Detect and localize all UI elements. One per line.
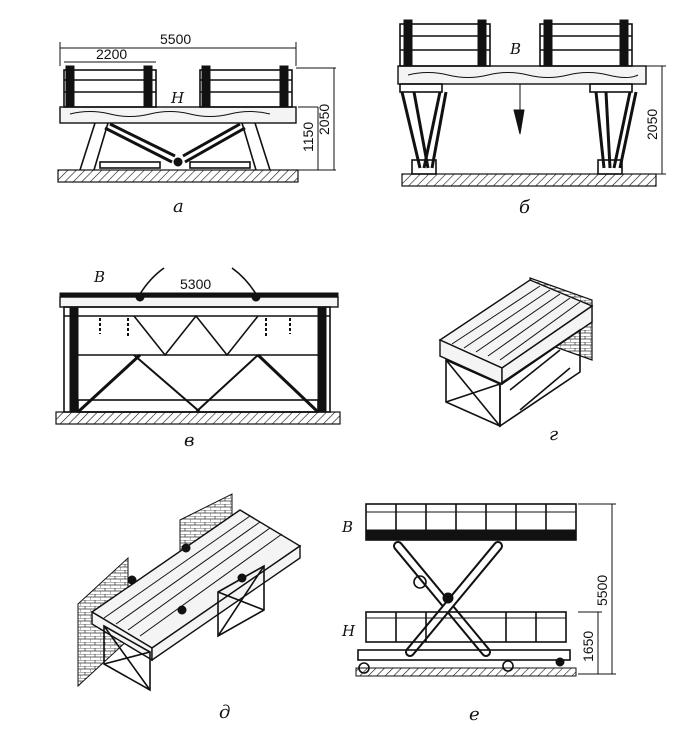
hanging-hook-icon	[513, 84, 525, 135]
caption-b: б	[519, 197, 531, 218]
upper-platform	[365, 503, 577, 541]
panel-a: 5500 2200 1150 2050 Н а	[57, 31, 336, 217]
position-letter-v: В	[509, 40, 521, 58]
position-letter-v: В	[93, 268, 105, 286]
support-legs	[400, 91, 638, 175]
dim-deck-width: 2200	[96, 46, 127, 62]
dim-total-width: 5500	[160, 31, 191, 47]
guardrail-left	[399, 19, 491, 67]
position-letter-n: Н	[341, 622, 356, 640]
dim-height-upper: 2050	[316, 104, 332, 135]
guardrail-right	[539, 19, 633, 67]
ground-hatch	[55, 411, 341, 425]
ground-hatch	[355, 667, 577, 677]
panel-e: 5500 1650 В Н е	[341, 503, 616, 725]
platform-deck	[397, 65, 647, 85]
dim-width: 5300	[180, 276, 211, 292]
platform-deck	[59, 106, 297, 124]
caption-v: в	[184, 430, 194, 451]
panel-v: 5300 В в	[55, 267, 341, 451]
guardrail-left	[63, 65, 157, 108]
panel-g: г	[438, 277, 594, 445]
panel-b: 2050 В б	[397, 19, 666, 218]
ground-hatch	[57, 169, 299, 183]
ground-hatch	[401, 173, 657, 187]
panel-d: д	[77, 493, 302, 723]
guardrail-right	[199, 65, 293, 108]
dim-height-lower: 1150	[300, 122, 316, 152]
scissor-mechanism	[393, 541, 503, 657]
lower-platform	[357, 611, 571, 674]
position-letter-n: Н	[170, 89, 185, 107]
dim-height-lower: 1650	[580, 631, 596, 662]
platform-deck	[59, 296, 339, 308]
caption-e: е	[469, 704, 480, 725]
scissor-mechanism	[79, 122, 271, 171]
dim-height: 2050	[644, 109, 660, 140]
lifting-slings	[139, 267, 257, 295]
position-letter-v: В	[341, 518, 353, 536]
truss-frame	[63, 306, 331, 414]
caption-a: а	[173, 196, 184, 217]
caption-g: г	[549, 424, 558, 445]
caption-d: д	[219, 702, 230, 723]
dim-height-total: 5500	[594, 575, 610, 606]
